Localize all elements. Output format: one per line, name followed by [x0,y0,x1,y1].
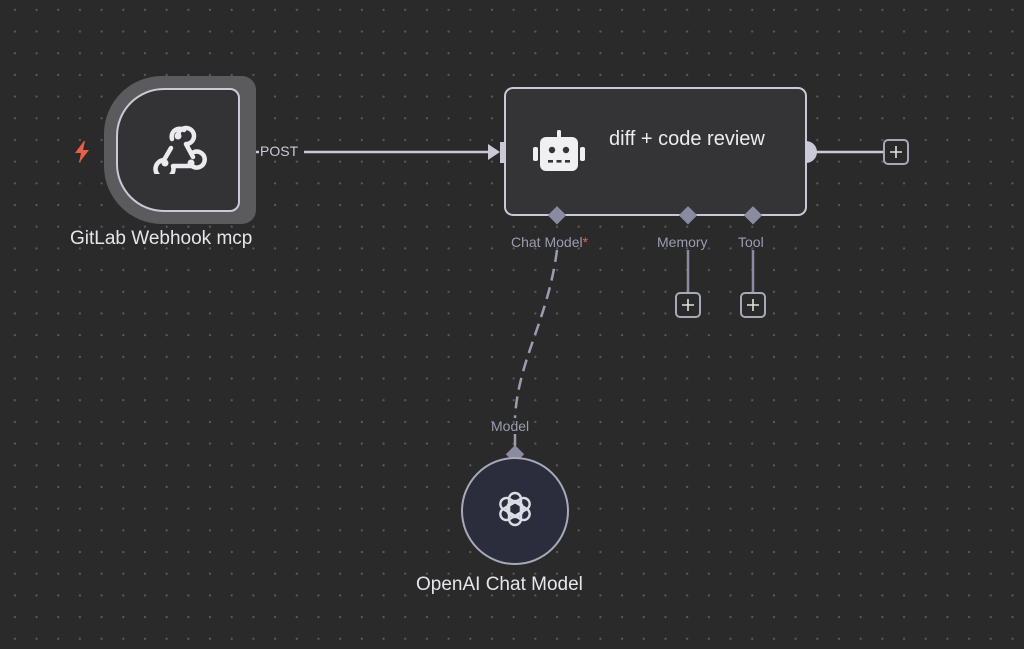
plus-icon [682,299,694,311]
required-asterisk: * [582,234,589,250]
chat-model-label-text: Chat Model [511,234,583,250]
trigger-output-label: POST [260,143,299,159]
model-output-label: Model [491,418,530,434]
chat-model-node-name[interactable]: OpenAI Chat Model [416,574,583,595]
add-tool-button[interactable] [740,292,766,318]
add-node-after-agent-button[interactable] [883,139,909,165]
add-memory-button[interactable] [675,292,701,318]
connection-model-to-agent[interactable] [513,249,559,419]
memory-input-label: Memory [657,234,708,250]
tool-input-label: Tool [738,234,764,250]
trigger-node-name[interactable]: GitLab Webhook mcp [70,228,253,249]
chat-model-node-openai[interactable] [461,457,569,565]
plus-icon [890,146,902,158]
lightning-bolt-icon [72,140,92,169]
webhook-icon [149,122,207,180]
agent-node-diff-code-review[interactable]: diff + code review [504,87,807,216]
openai-icon [493,487,537,536]
plus-icon [747,299,759,311]
chat-model-input-label: Chat Model* [511,234,588,250]
trigger-node-gitlab-webhook[interactable] [116,88,240,212]
connection-arrow-head [488,144,500,160]
robot-icon [531,130,587,179]
agent-node-name: diff + code review [609,128,765,150]
